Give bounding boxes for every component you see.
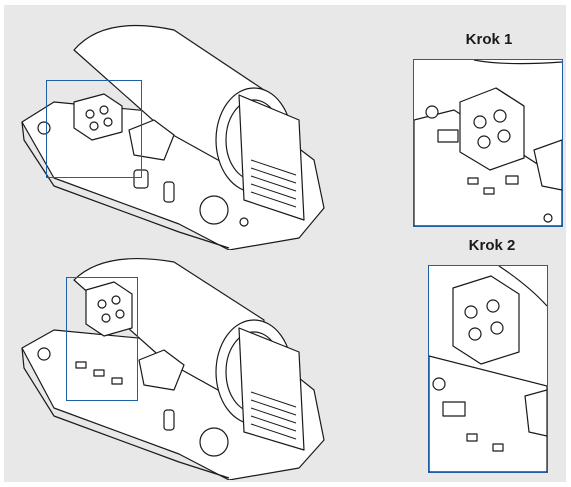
inset-step-1 bbox=[413, 59, 563, 227]
step-2-label: Krok 2 bbox=[468, 237, 516, 254]
inset-step-2-drawing bbox=[429, 266, 547, 472]
highlight-region-step-1 bbox=[46, 80, 142, 178]
device-drawing-step-2 bbox=[21, 257, 325, 480]
inset-step-1-drawing bbox=[414, 60, 562, 226]
step-1-label: Krok 1 bbox=[465, 31, 513, 48]
figure-canvas: Krok 1 Krok 2 bbox=[4, 5, 566, 482]
inset-step-2 bbox=[428, 265, 548, 473]
highlight-region-step-2 bbox=[66, 277, 138, 401]
device-drawing-step-1 bbox=[21, 24, 325, 250]
